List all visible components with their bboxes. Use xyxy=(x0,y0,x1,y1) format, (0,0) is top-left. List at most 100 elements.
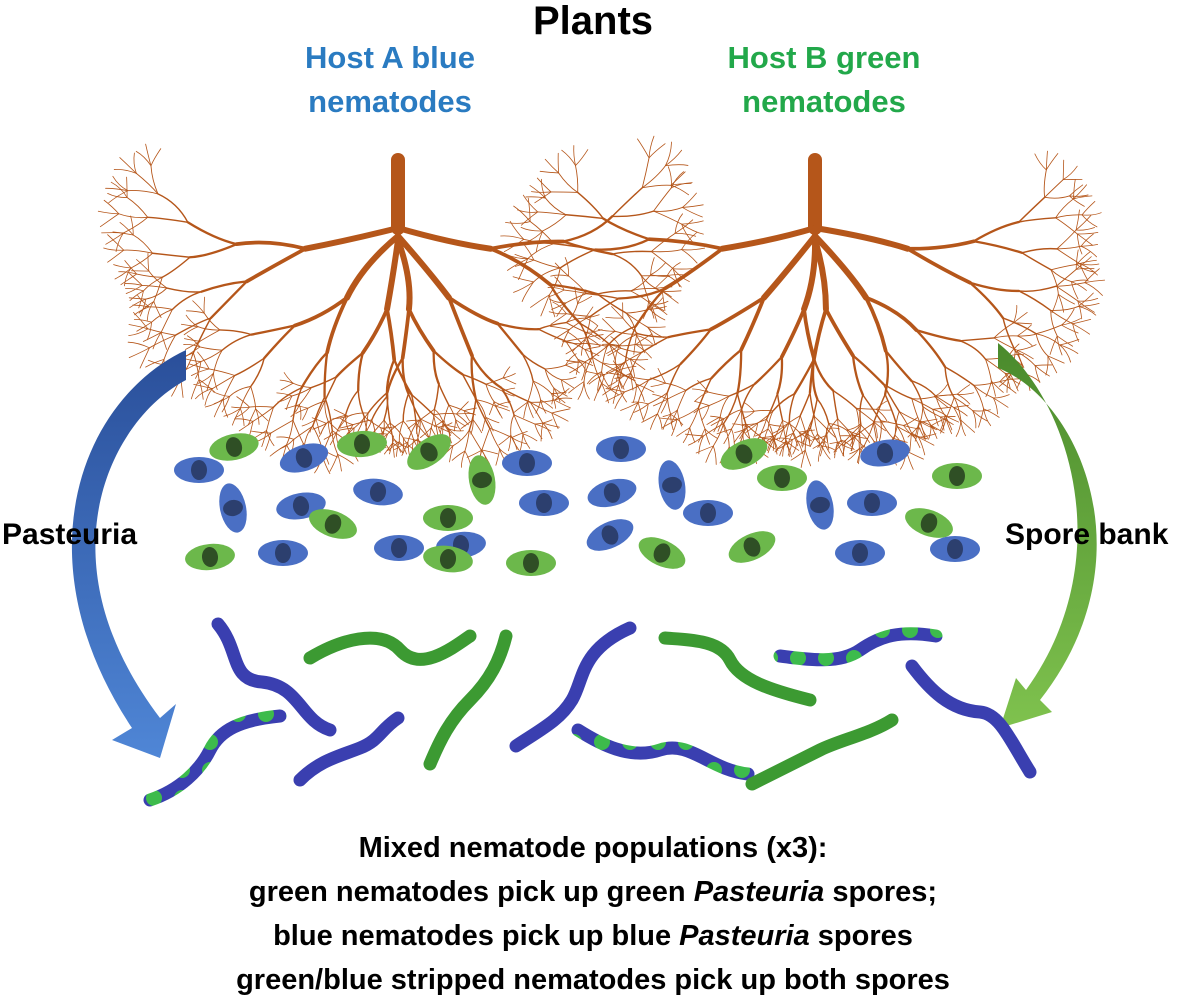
root-branch xyxy=(470,354,503,389)
root-branch xyxy=(1043,169,1047,198)
caption-line-2: green nematodes pick up green Pasteuria … xyxy=(0,870,1186,914)
root-branch xyxy=(485,377,504,385)
root-branch xyxy=(812,225,911,252)
root-branch xyxy=(742,410,755,419)
root-branch xyxy=(234,357,265,377)
root-branch xyxy=(855,407,860,432)
root-branch xyxy=(534,423,552,432)
root-branch xyxy=(956,392,975,395)
root-branch xyxy=(564,257,570,277)
root-branch xyxy=(139,347,150,369)
root-branch xyxy=(1077,297,1099,302)
root-branch xyxy=(1073,195,1093,200)
blue-spore xyxy=(806,480,834,530)
root-branch xyxy=(213,398,224,418)
root-branch xyxy=(633,335,637,355)
root-branch xyxy=(647,392,668,405)
root-branch xyxy=(150,165,159,195)
root-branch xyxy=(1068,195,1085,207)
root-branch xyxy=(166,287,203,293)
root-branch xyxy=(236,396,250,408)
root-branch xyxy=(783,415,801,427)
root-branch xyxy=(653,187,672,212)
caption: Mixed nematode populations (x3): green n… xyxy=(0,826,1186,1002)
root-branch xyxy=(542,214,567,232)
root-branch xyxy=(448,404,457,421)
root-branch xyxy=(723,423,730,448)
root-branch xyxy=(643,403,649,420)
root-branch xyxy=(197,351,210,370)
root-branch xyxy=(150,148,162,167)
root-branch xyxy=(635,333,653,345)
spore-core xyxy=(601,525,619,545)
root-branch xyxy=(652,393,668,400)
root-branch xyxy=(844,424,862,442)
root-branch xyxy=(787,439,793,456)
root-branch xyxy=(265,432,272,451)
root-branch xyxy=(312,422,327,430)
root-branch xyxy=(344,389,359,416)
root-branch xyxy=(1014,350,1036,366)
root-branch xyxy=(511,431,528,438)
root-branch xyxy=(556,302,567,317)
blue-spore xyxy=(587,478,637,508)
root-branch xyxy=(654,276,668,289)
root-branch xyxy=(882,383,913,400)
root-branch xyxy=(447,295,474,358)
root-branch xyxy=(664,141,672,167)
spore-core xyxy=(391,538,407,558)
root-branch xyxy=(583,381,590,400)
root-branch xyxy=(357,351,364,392)
root-branch xyxy=(464,429,470,452)
root-branch xyxy=(667,166,672,189)
root-branch xyxy=(1061,324,1079,334)
root-branch xyxy=(695,445,714,454)
spore-core xyxy=(225,437,243,457)
root-branch xyxy=(443,423,458,428)
root-branch xyxy=(386,356,404,394)
root-branch xyxy=(705,445,714,463)
root-branch xyxy=(138,290,144,309)
spore-core xyxy=(223,499,243,517)
root-branch xyxy=(280,382,294,391)
root-branch xyxy=(754,428,769,437)
root-branch xyxy=(767,437,774,452)
root-branch xyxy=(723,428,732,445)
root-branch xyxy=(648,135,655,159)
root-branch xyxy=(416,419,420,435)
root-branch xyxy=(851,434,864,447)
root-branch xyxy=(513,401,529,413)
root-branch xyxy=(1018,196,1046,223)
green-spore xyxy=(757,465,807,491)
root-branch xyxy=(1045,150,1048,171)
root-branch xyxy=(765,392,779,421)
root-branch xyxy=(540,294,550,317)
root-branch xyxy=(670,171,686,186)
root-branch xyxy=(930,425,945,434)
blue-spore xyxy=(374,535,424,561)
root-branch xyxy=(864,295,888,353)
root-branch xyxy=(933,394,952,398)
root-branch xyxy=(767,410,774,430)
spore-core xyxy=(201,547,219,567)
root-branch xyxy=(544,368,555,389)
root-branch xyxy=(650,232,676,252)
root-branch xyxy=(472,419,483,434)
root-branch xyxy=(407,392,421,420)
root-branch xyxy=(618,333,639,346)
root-branch xyxy=(650,249,682,253)
root-branch xyxy=(550,313,567,325)
spore-bank-label: Spore bank xyxy=(1005,518,1169,551)
root-branch xyxy=(542,422,553,440)
root-branch xyxy=(804,449,812,467)
spore-core xyxy=(947,539,963,559)
root-branch xyxy=(153,301,162,319)
root-branch xyxy=(665,382,687,391)
root-branch xyxy=(859,394,864,426)
root-branch xyxy=(802,307,816,360)
root-branch xyxy=(1062,159,1065,181)
root-branch xyxy=(1077,292,1094,307)
root-branch xyxy=(625,360,637,385)
root-branch xyxy=(1016,344,1037,351)
root-branch xyxy=(716,428,732,435)
